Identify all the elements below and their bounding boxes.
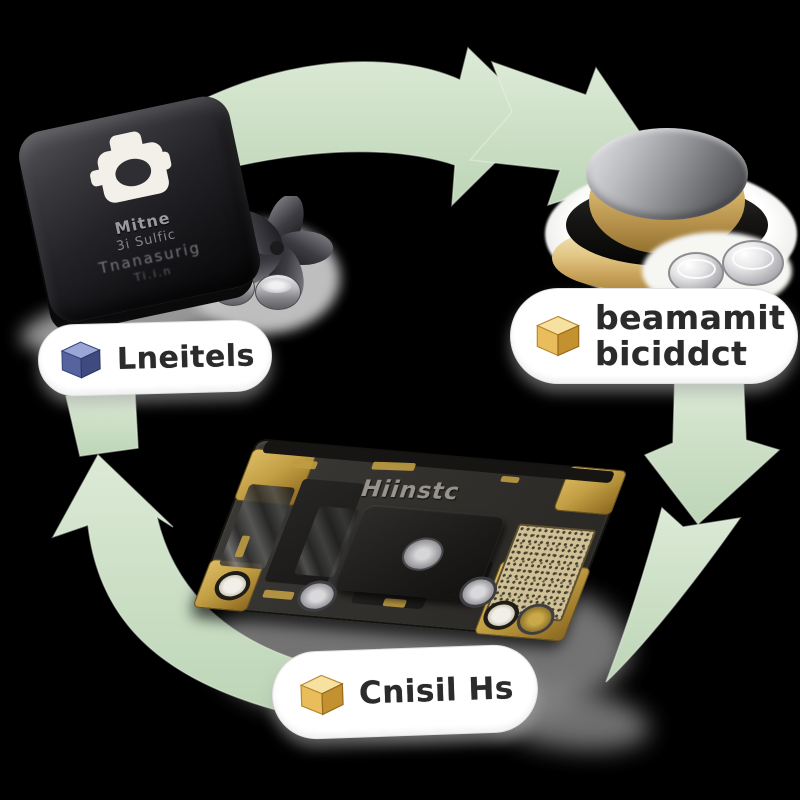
pcb-brand-text: Hiinstc — [357, 476, 464, 506]
pcb-trace — [499, 475, 521, 484]
pcb-trace — [261, 589, 295, 600]
coin-cell-right — [255, 274, 301, 310]
label-right-text: beamamit biciddct — [595, 300, 785, 372]
arrow-left-segment — [65, 392, 139, 457]
arrow-right-down — [643, 367, 781, 526]
label-left-text: Lneitels — [116, 337, 256, 377]
label-bottom-text: Cnisil Hs — [358, 670, 515, 712]
label-right-line2: biciddct — [595, 334, 748, 373]
pcb-chip-button — [396, 535, 449, 573]
circuit-board: Hiinstc — [192, 438, 628, 642]
gold-cube-icon — [535, 315, 581, 357]
gold-cube-icon — [299, 674, 344, 716]
label-right-line1: beamamit — [595, 298, 786, 337]
tracker-device: Mitne 3i Sulfic Tnanasurig Ti.i.n — [14, 91, 265, 327]
arrow-right-curve — [605, 506, 742, 683]
camera-icon — [90, 131, 172, 203]
pcb-trace — [382, 598, 408, 608]
label-bottom: Cnisil Hs — [270, 643, 540, 741]
pcb-trace — [371, 461, 417, 471]
label-left: Lneitels — [37, 318, 273, 398]
label-right: beamamit biciddct — [510, 288, 798, 384]
blue-cube-icon — [60, 341, 101, 379]
